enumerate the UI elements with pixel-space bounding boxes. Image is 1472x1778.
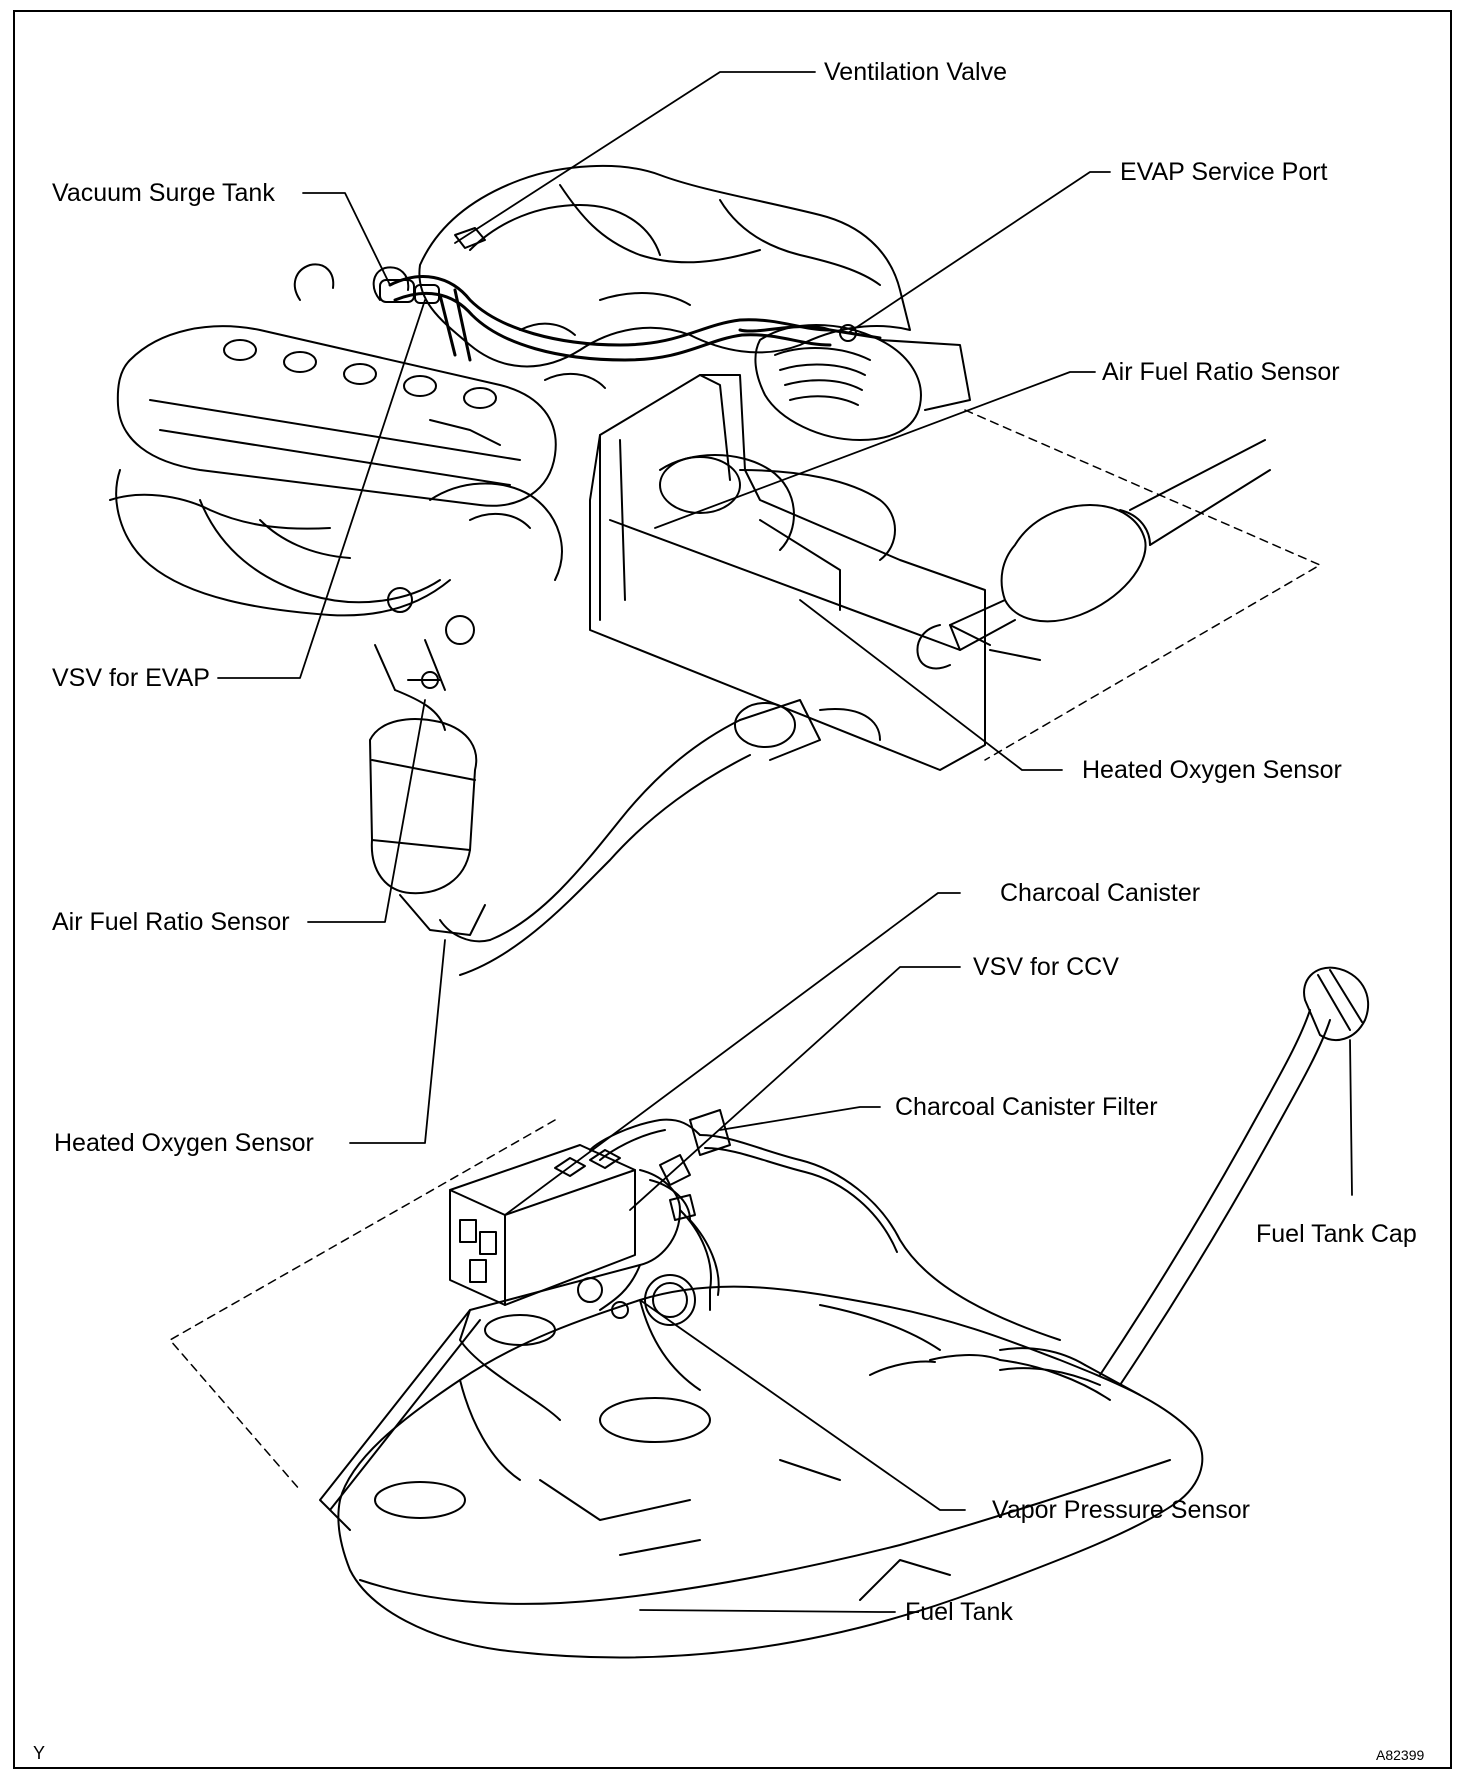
label-air-fuel-ratio-sensor-lower: Air Fuel Ratio Sensor [52, 908, 290, 936]
label-vsv-for-ccv: VSV for CCV [973, 953, 1119, 981]
label-charcoal-canister-filter: Charcoal Canister Filter [895, 1093, 1158, 1121]
label-fuel-tank: Fuel Tank [905, 1598, 1013, 1626]
engine-assembly [109, 164, 911, 645]
label-air-fuel-ratio-sensor-upper: Air Fuel Ratio Sensor [1102, 358, 1340, 386]
vsv-for-ccv-part [669, 1194, 696, 1221]
corner-mark-left: Y [33, 1743, 46, 1763]
fuel-tank [337, 1274, 1204, 1659]
charcoal-canister-part [449, 1144, 636, 1306]
vacuum-surge-tank [379, 279, 440, 304]
figure-code: A82399 [1376, 1747, 1425, 1763]
label-vsv-for-evap: VSV for EVAP [52, 664, 210, 692]
label-heated-oxygen-sensor-right: Heated Oxygen Sensor [1082, 756, 1342, 784]
dashed-boundary-upper [964, 409, 1321, 761]
label-vapor-pressure-sensor: Vapor Pressure Sensor [992, 1496, 1250, 1524]
label-charcoal-canister: Charcoal Canister [1000, 879, 1201, 907]
charcoal-canister-filter-part [659, 1109, 731, 1186]
diagram-frame [13, 10, 1452, 1769]
label-fuel-tank-cap: Fuel Tank Cap [1256, 1220, 1417, 1248]
label-evap-service-port: EVAP Service Port [1120, 158, 1328, 186]
vapor-lines [319, 1118, 1061, 1531]
right-exhaust-catalyst [916, 439, 1271, 670]
fuel-tank-cap-part [1303, 966, 1370, 1041]
air-cleaner-assembly [589, 324, 986, 771]
leader-lines [217, 71, 1353, 1613]
left-exhaust-catalyst [369, 639, 881, 976]
label-heated-oxygen-sensor-left: Heated Oxygen Sensor [54, 1129, 314, 1157]
vacuum-hoses [388, 275, 882, 362]
ventilation-valve-part [454, 227, 486, 249]
fuel-filler-neck [869, 1009, 1331, 1396]
label-ventilation-valve: Ventilation Valve [824, 58, 1007, 86]
evap-service-port-part [839, 324, 857, 342]
dashed-boundary-lower [169, 1119, 556, 1491]
label-vacuum-surge-tank: Vacuum Surge Tank [52, 179, 275, 207]
